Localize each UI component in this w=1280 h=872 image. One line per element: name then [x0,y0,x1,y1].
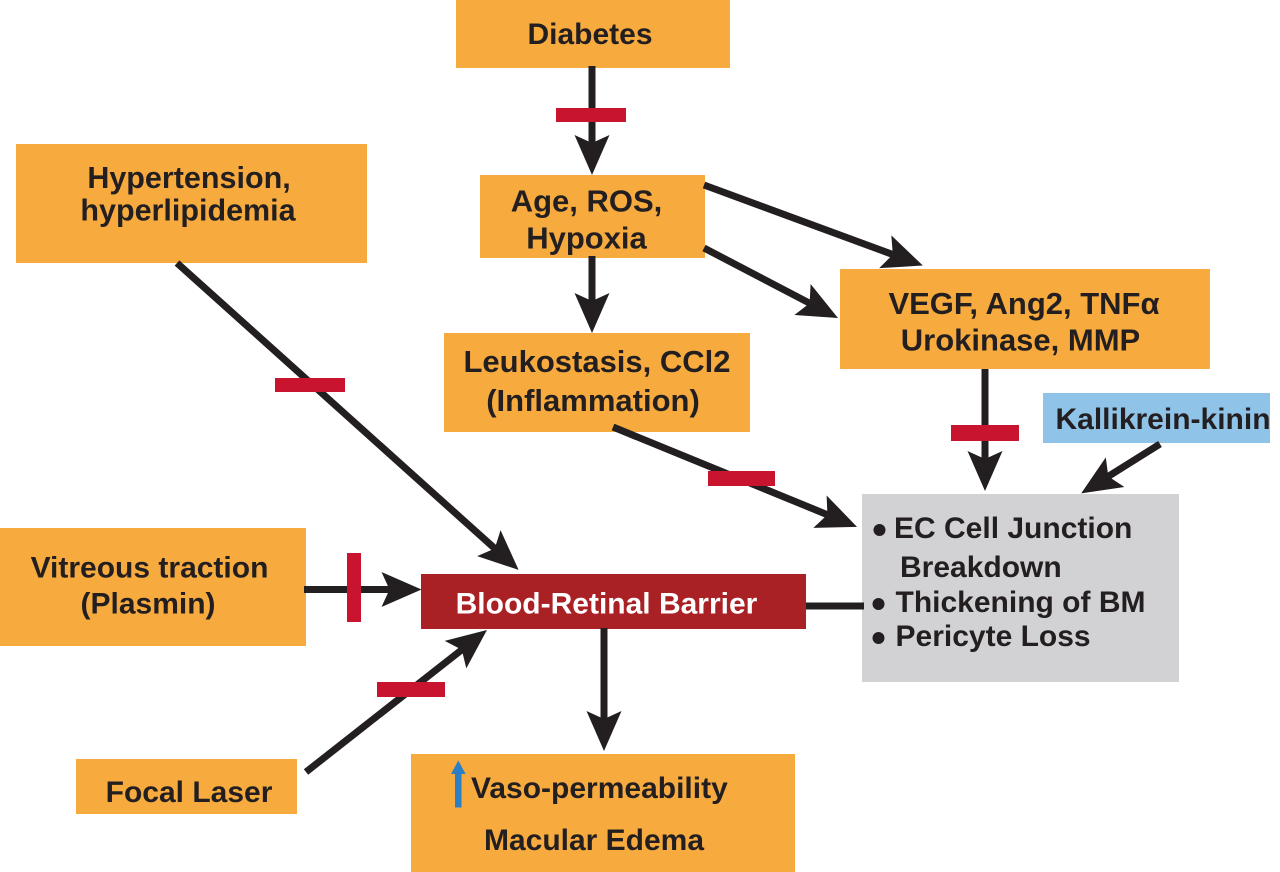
svg-text:Age, ROS,: Age, ROS, [511,184,663,219]
svg-text:(Inflammation): (Inflammation) [486,383,700,418]
svg-text:(Plasmin): (Plasmin) [80,588,215,621]
svg-text:Macular Edema: Macular Edema [484,824,704,857]
svg-text:Hypertension,: Hypertension, [87,161,290,195]
svg-text:Urokinase, MMP: Urokinase, MMP [901,323,1140,358]
svg-text:Focal Laser: Focal Laser [106,776,273,809]
svg-text:Hypoxia: Hypoxia [526,221,647,256]
svg-text:Thickening of BM: Thickening of BM [896,586,1146,619]
svg-text:Diabetes: Diabetes [527,18,652,51]
svg-text:Pericyte Loss: Pericyte Loss [896,620,1091,653]
svg-text:Blood-Retinal Barrier: Blood-Retinal Barrier [456,588,758,621]
svg-text:Breakdown: Breakdown [900,551,1062,584]
svg-text:Vitreous traction: Vitreous traction [31,552,269,585]
svg-text:Vaso-permeability: Vaso-permeability [471,772,728,805]
svg-text:hyperlipidemia: hyperlipidemia [80,194,296,228]
svg-text:Kallikrein-kinin: Kallikrein-kinin [1055,403,1270,436]
svg-text:VEGF, Ang2, TNFα: VEGF, Ang2, TNFα [888,286,1159,321]
svg-text:EC Cell Junction: EC Cell Junction [894,512,1132,545]
svg-text:Leukostasis, CCl2: Leukostasis, CCl2 [463,344,730,379]
